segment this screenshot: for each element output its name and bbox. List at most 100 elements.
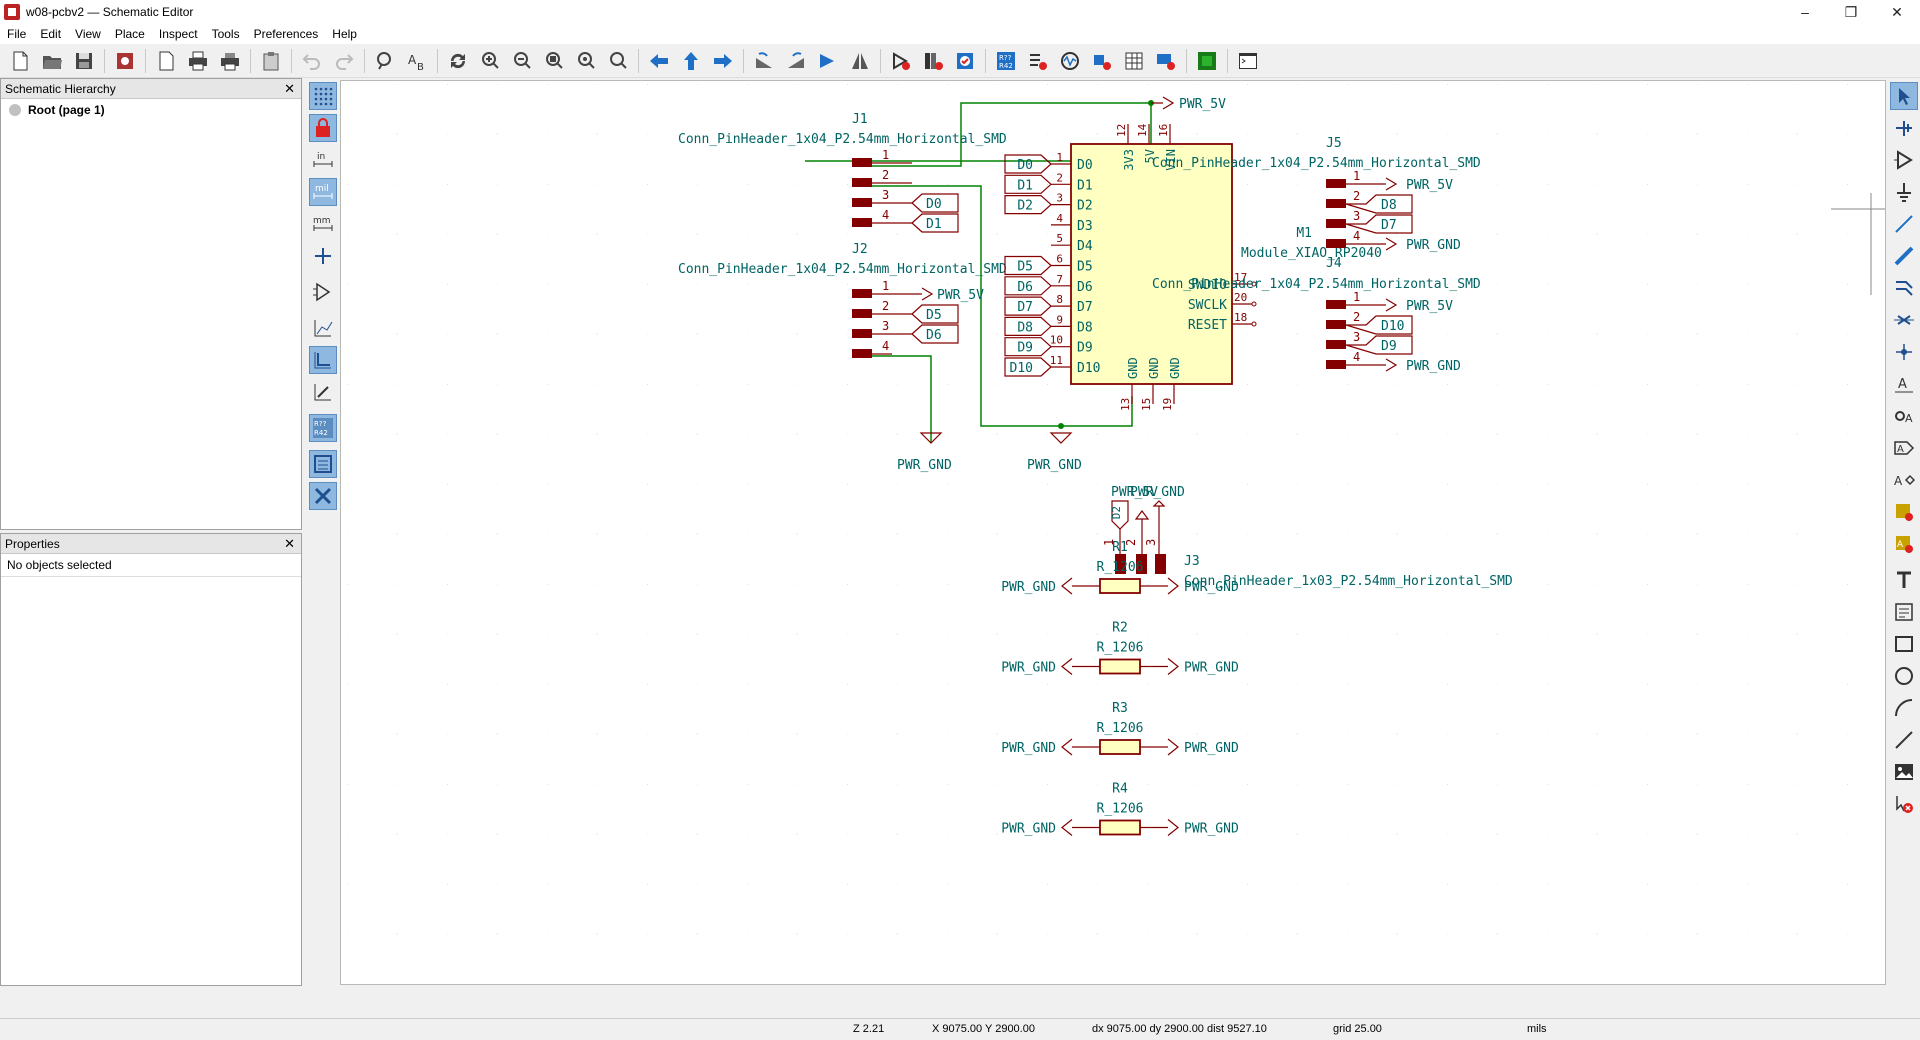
annotate-toggle-icon[interactable]: R??R42: [309, 414, 337, 442]
undo-icon[interactable]: [298, 47, 326, 75]
hidden-pins-icon[interactable]: [309, 278, 337, 306]
maximize-button[interactable]: ❐: [1844, 3, 1858, 20]
menu-inspect[interactable]: Inspect: [158, 27, 198, 41]
add-circle-icon[interactable]: [1890, 662, 1918, 690]
redo-icon[interactable]: [330, 47, 358, 75]
add-line-icon[interactable]: [1890, 726, 1918, 754]
schematic-setup-icon[interactable]: [111, 47, 139, 75]
paste-icon[interactable]: [257, 47, 285, 75]
menu-place[interactable]: Place: [114, 27, 145, 41]
open-schematic-icon[interactable]: [38, 47, 66, 75]
m1-pin-number: 11: [1050, 354, 1063, 367]
directive-label-icon[interactable]: A: [1890, 466, 1918, 494]
navigate-forward-icon[interactable]: [709, 47, 737, 75]
zoom-selection-icon[interactable]: [604, 47, 632, 75]
assign-footprints-icon[interactable]: [1088, 47, 1116, 75]
save-icon[interactable]: [70, 47, 98, 75]
wire-angle-free-icon[interactable]: [309, 314, 337, 342]
find-icon[interactable]: [371, 47, 399, 75]
hierarchy-panel-icon[interactable]: [309, 450, 337, 478]
symbol-editor-icon[interactable]: [887, 47, 915, 75]
m1-net-label-shape: [1004, 255, 1052, 276]
add-symbol-icon[interactable]: [1890, 146, 1918, 174]
page-settings-icon[interactable]: [152, 47, 180, 75]
mirror-horizontal-icon[interactable]: [846, 47, 874, 75]
close-button[interactable]: ✕: [1891, 3, 1903, 20]
zoom-in-icon[interactable]: [476, 47, 504, 75]
symbol-library-icon[interactable]: [919, 47, 947, 75]
schematic-canvas[interactable]: J1 Conn_PinHeader_1x04_P2.54mm_Horizonta…: [340, 80, 1886, 985]
highlight-net-icon[interactable]: [1890, 114, 1918, 142]
zoom-objects-icon[interactable]: [572, 47, 600, 75]
cursor-crosshair-icon[interactable]: [309, 242, 337, 270]
menu-tools[interactable]: Tools: [211, 27, 240, 41]
navigate-up-icon[interactable]: [677, 47, 705, 75]
close-icon[interactable]: ✕: [284, 81, 295, 96]
close-icon[interactable]: ✕: [284, 536, 295, 551]
svg-text:A: A: [1898, 377, 1907, 392]
rotate-ccw-icon[interactable]: [750, 47, 778, 75]
refresh-icon[interactable]: [444, 47, 472, 75]
global-label-icon[interactable]: A: [1890, 402, 1918, 430]
print-icon[interactable]: [184, 47, 212, 75]
footprint-assign-icon[interactable]: [951, 47, 979, 75]
connector-j4[interactable]: J4 Conn_PinHeader_1x04_P2.54mm_Horizonta…: [1152, 256, 1481, 374]
rotate-cw-icon[interactable]: [782, 47, 810, 75]
erc-icon[interactable]: [1024, 47, 1052, 75]
zoom-out-icon[interactable]: [508, 47, 536, 75]
units-mm-icon[interactable]: mm: [309, 210, 337, 238]
scripting-console-icon[interactable]: [1234, 47, 1262, 75]
wire-angle-45-icon[interactable]: [309, 378, 337, 406]
add-bus-entry-icon[interactable]: [1890, 274, 1918, 302]
no-connect-icon[interactable]: [1890, 306, 1918, 334]
simulator-icon[interactable]: [1056, 47, 1084, 75]
import-sheet-pin-icon[interactable]: A: [1890, 530, 1918, 558]
add-text-icon[interactable]: [1890, 566, 1918, 594]
menu-preferences[interactable]: Preferences: [253, 27, 319, 41]
delete-icon[interactable]: [1890, 790, 1918, 818]
units-mil-icon[interactable]: mil: [309, 178, 337, 206]
connector-pin-number: 4: [1353, 229, 1360, 243]
minimize-button[interactable]: –: [1801, 4, 1809, 20]
hierarchical-label-icon[interactable]: A: [1890, 434, 1918, 462]
pcb-editor-icon[interactable]: [1193, 47, 1221, 75]
connector-j3[interactable]: PWR_5V PWR_GND D2 1 2 3 J3 Conn_PinHeade…: [1102, 485, 1513, 589]
net-label-icon[interactable]: A: [1890, 370, 1918, 398]
update-pcb-icon[interactable]: [1152, 47, 1180, 75]
add-arc-icon[interactable]: [1890, 694, 1918, 722]
mirror-vertical-icon[interactable]: [814, 47, 842, 75]
plot-icon[interactable]: [216, 47, 244, 75]
sheet-icon: [9, 104, 21, 116]
add-bus-icon[interactable]: [1890, 242, 1918, 270]
grid-override-icon[interactable]: [309, 114, 337, 142]
add-image-icon[interactable]: [1890, 758, 1918, 786]
connector-j1[interactable]: J1 Conn_PinHeader_1x04_P2.54mm_Horizonta…: [678, 112, 1007, 233]
j3-ref: J3: [1184, 554, 1200, 569]
properties-panel-icon[interactable]: [309, 482, 337, 510]
add-wire-icon[interactable]: [1890, 210, 1918, 238]
connector-j2[interactable]: J2 Conn_PinHeader_1x04_P2.54mm_Horizonta…: [678, 242, 1007, 358]
add-rectangle-icon[interactable]: [1890, 630, 1918, 658]
grid-toggle-icon[interactable]: [309, 82, 337, 110]
add-power-icon[interactable]: [1890, 178, 1918, 206]
menu-edit[interactable]: Edit: [40, 27, 62, 41]
module-m1[interactable]: M1 Module_XIAO_RP2040 1D02D13D24D35D46D5…: [1004, 123, 1382, 411]
units-inch-icon[interactable]: in: [309, 146, 337, 174]
add-textbox-icon[interactable]: [1890, 598, 1918, 626]
connector-j5[interactable]: J5 Conn_PinHeader_1x04_P2.54mm_Horizonta…: [1152, 136, 1481, 253]
junction-icon[interactable]: [1890, 338, 1918, 366]
add-sheet-icon[interactable]: [1890, 498, 1918, 526]
annotate-icon[interactable]: R??R42: [992, 47, 1020, 75]
j2-ref: J2: [852, 242, 868, 257]
menu-help[interactable]: Help: [332, 27, 357, 41]
select-icon[interactable]: [1890, 82, 1918, 110]
navigate-back-icon[interactable]: [645, 47, 673, 75]
zoom-fit-icon[interactable]: [540, 47, 568, 75]
menu-file[interactable]: File: [7, 27, 27, 41]
bom-icon[interactable]: [1120, 47, 1148, 75]
hierarchy-root-item[interactable]: Root (page 1): [1, 99, 301, 121]
wire-angle-90-icon[interactable]: [309, 346, 337, 374]
new-schematic-icon[interactable]: [6, 47, 34, 75]
menu-view[interactable]: View: [75, 27, 101, 41]
